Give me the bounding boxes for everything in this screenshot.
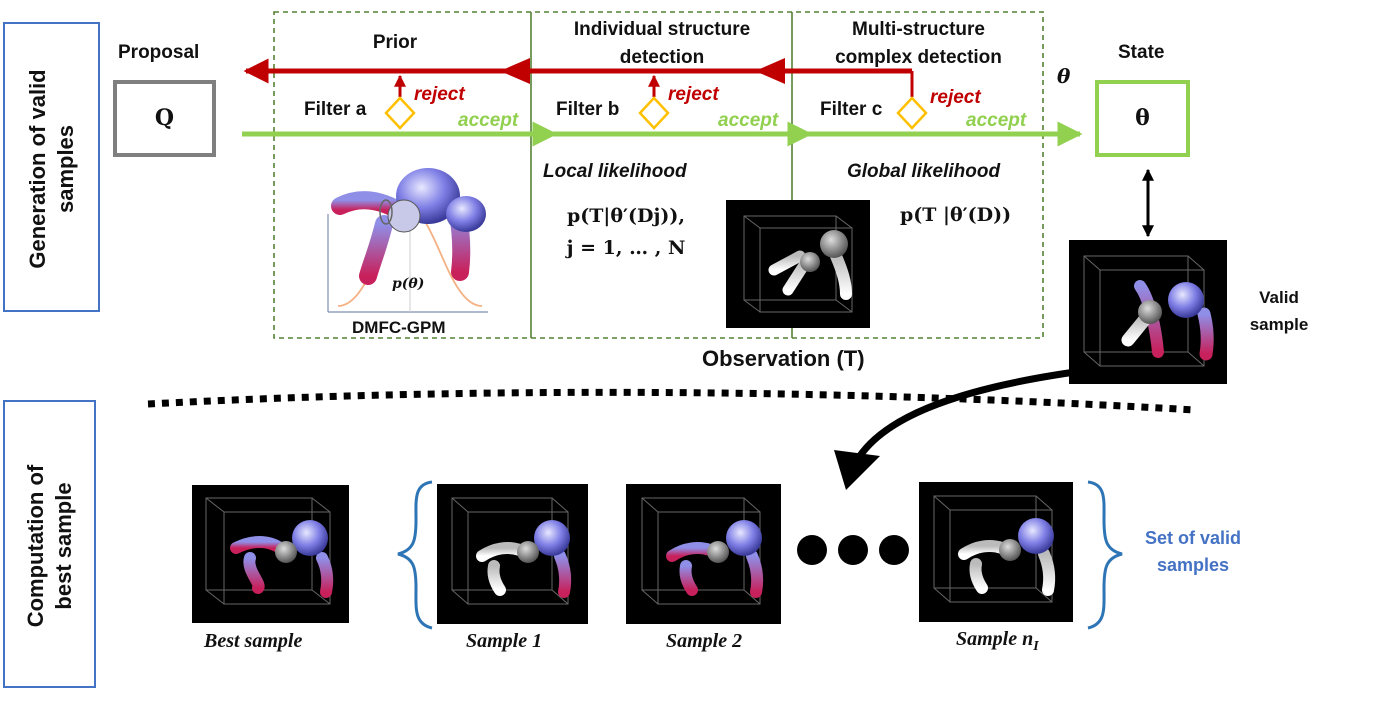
left-brace — [397, 480, 433, 630]
to-samples-arrow — [852, 368, 1076, 464]
separator-dotted-line — [147, 388, 1196, 414]
proposal-symbol: Q — [154, 105, 175, 131]
sample-1-image — [437, 484, 588, 624]
filter-a-label: Filter a — [304, 99, 367, 120]
state-box: θ — [1095, 80, 1190, 157]
to-samples-arrowhead — [834, 450, 880, 490]
accept-label-a: accept — [458, 110, 519, 131]
prior-density-label: p(θ) — [392, 276, 425, 292]
filter-c-diamond — [896, 96, 928, 130]
observation-label: Observation (T) — [702, 346, 865, 371]
filter-c-label: Filter c — [820, 99, 883, 120]
sample-1-caption: Sample 1 — [466, 630, 543, 652]
sample-2-image — [626, 484, 781, 624]
reject-label-c: reject — [930, 87, 981, 108]
accept-label-b: accept — [718, 110, 779, 131]
stage-prior-title: Prior — [372, 32, 418, 53]
reject-arrowhead-mid — [500, 58, 530, 84]
state-title: State — [1118, 42, 1165, 63]
computation-label-box: Computation of best sample — [3, 400, 96, 688]
global-likelihood-label: Global likelihood — [847, 161, 1001, 182]
theta-label: θ — [1057, 64, 1071, 88]
filter-a-diamond — [384, 96, 416, 130]
reject-arrowhead-right — [755, 58, 785, 84]
stage-multi-title: Multi-structure complex detection — [835, 19, 1002, 68]
sample-2-caption: Sample 2 — [666, 630, 743, 652]
filter-b-diamond — [638, 96, 670, 130]
prior-model-name: DMFC-GPM — [352, 318, 446, 337]
local-likelihood-label: Local likelihood — [543, 161, 687, 182]
valid-sample-image — [1069, 240, 1227, 384]
stage-individual-title: Individual structure detection — [573, 19, 751, 68]
state-symbol: θ — [1135, 105, 1150, 131]
stages-panel — [273, 11, 1044, 339]
set-of-valid-samples-label: Set of valid samples — [1144, 528, 1242, 575]
ellipsis-dot-2 — [838, 535, 868, 565]
filter-b-label: Filter b — [556, 99, 620, 120]
local-likelihood-formula: p(T|θ′(Dj)), j = 1, … , N — [566, 205, 686, 259]
generation-label-box: Generation of valid samples — [3, 22, 100, 312]
observation-image — [726, 200, 870, 328]
proposal-box: Q — [113, 80, 216, 157]
reject-label-b: reject — [668, 84, 719, 105]
ellipsis-dot-1 — [797, 535, 827, 565]
ellipsis-dot-3 — [879, 535, 909, 565]
prior-plot — [327, 168, 488, 313]
sample-n-image — [919, 482, 1073, 622]
right-brace — [1087, 480, 1123, 630]
sample-n-caption: Sample nI — [956, 628, 1039, 654]
best-sample-caption: Best sample — [204, 630, 303, 652]
reject-label-a: reject — [414, 84, 465, 105]
global-likelihood-formula: p(T |θ′(D)) — [900, 204, 1012, 226]
valid-sample-label: Valid sample — [1249, 288, 1309, 334]
proposal-title: Proposal — [118, 42, 200, 63]
best-sample-image — [192, 485, 349, 623]
accept-label-c: accept — [966, 110, 1027, 131]
